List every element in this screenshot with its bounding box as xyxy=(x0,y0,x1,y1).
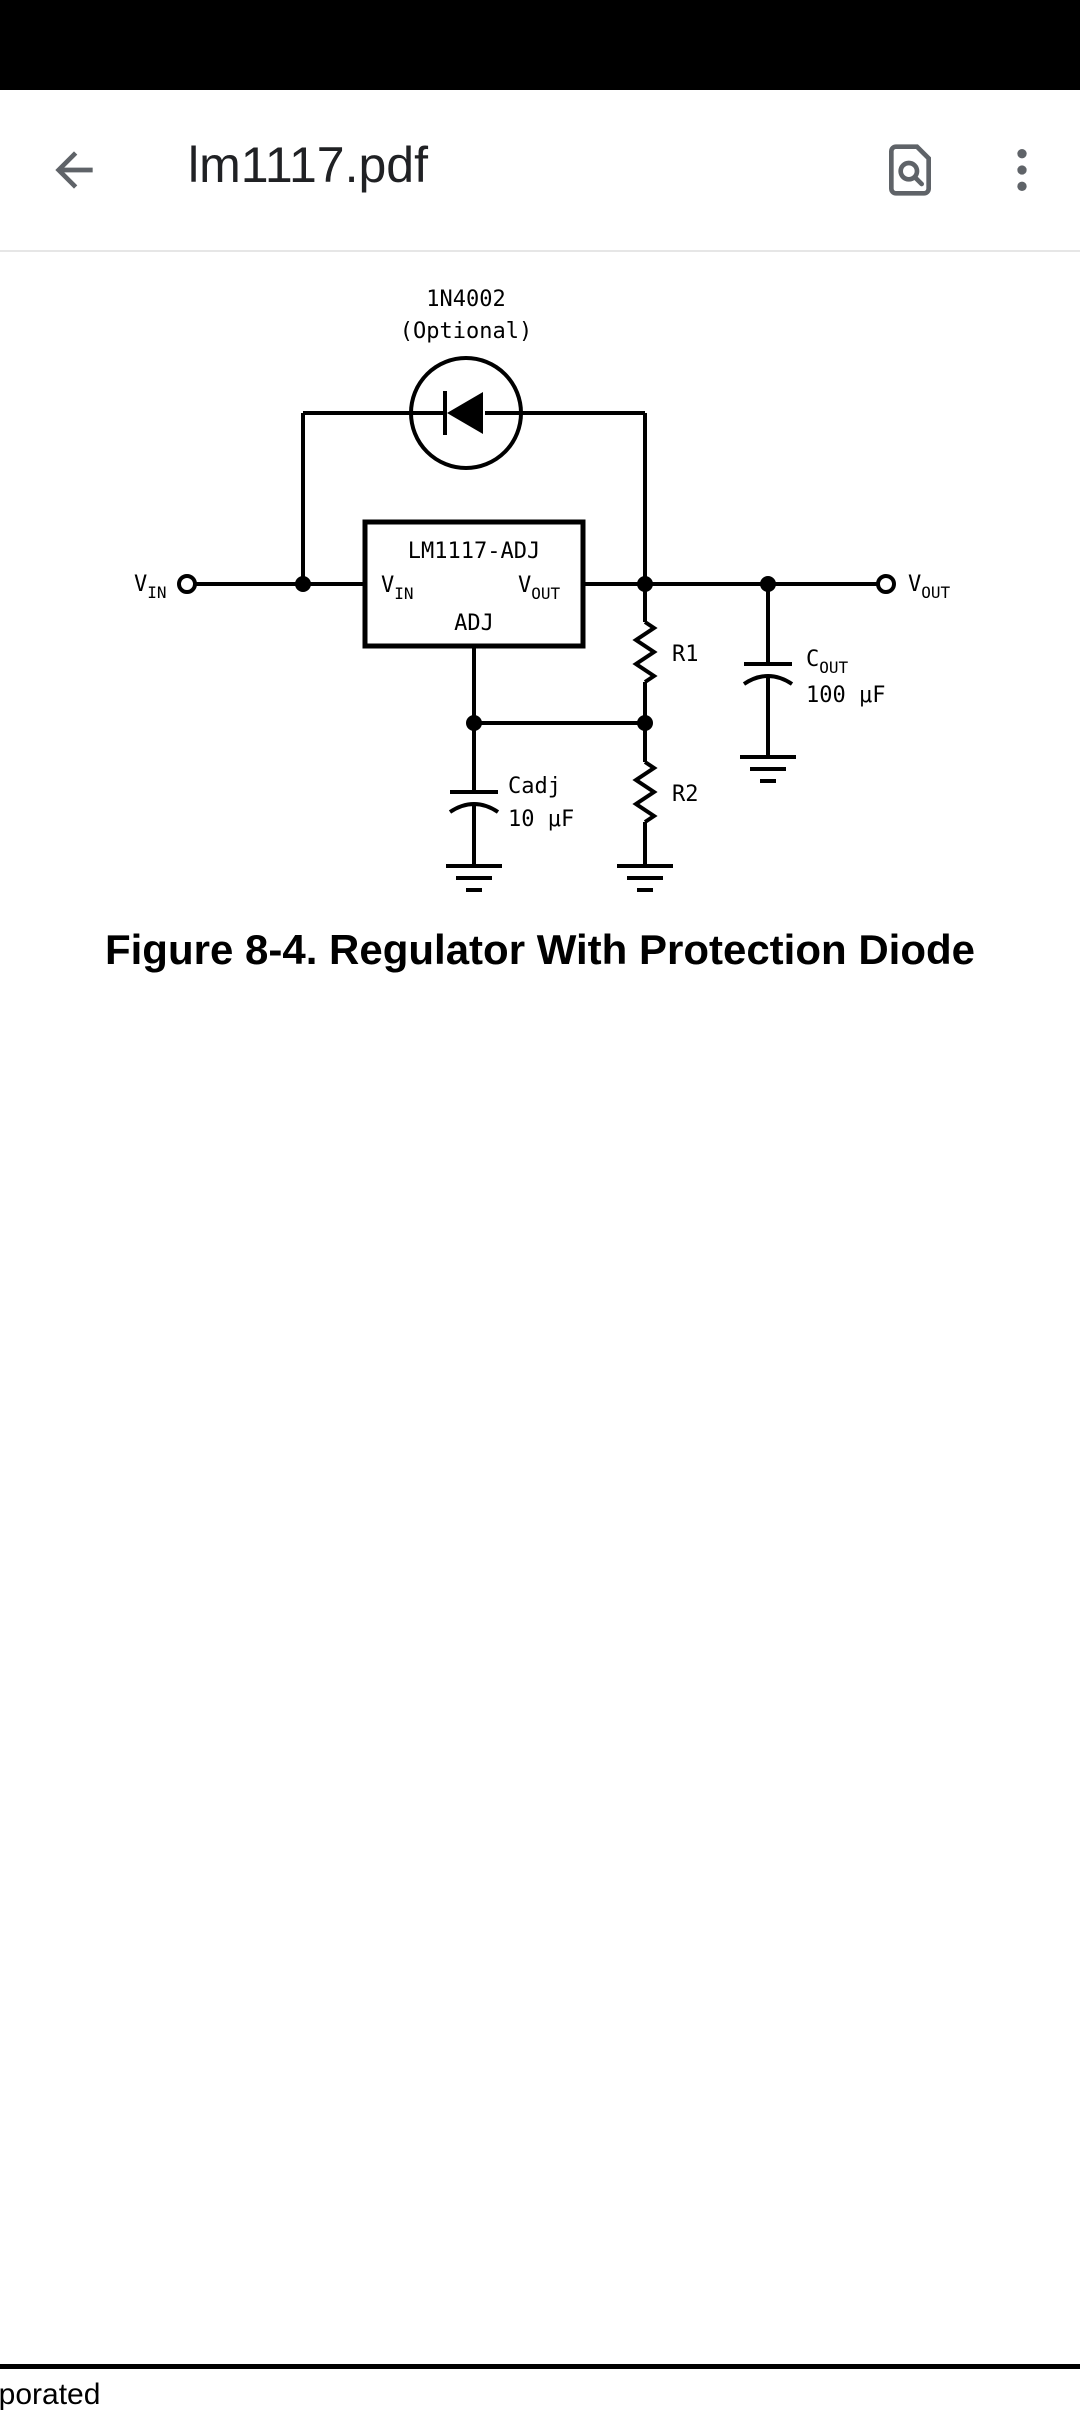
vin-terminal xyxy=(177,574,197,594)
diode-note-label: (Optional) xyxy=(400,319,532,344)
more-vertical-icon xyxy=(1017,149,1027,191)
more-options-button[interactable] xyxy=(974,122,1070,218)
cout-label: COUT xyxy=(806,647,849,677)
r1-resistor xyxy=(632,620,658,684)
ic-vout-label: VOUT xyxy=(518,573,561,603)
vout-label: VOUT xyxy=(908,572,951,602)
r1-label: R1 xyxy=(672,642,699,667)
diode-part-label: 1N4002 xyxy=(426,287,505,312)
status-bar xyxy=(0,0,1080,90)
r2-resistor xyxy=(632,760,658,824)
regulator-schematic: 1N4002 (Optional) LM1117-ADJ VIN VOUT AD… xyxy=(134,287,951,892)
diode-triangle xyxy=(447,392,483,434)
vout-terminal xyxy=(876,574,896,594)
arrow-left-icon xyxy=(55,151,93,189)
page-divider xyxy=(0,2364,1080,2369)
cadj-label: Cadj xyxy=(508,774,561,799)
ic-label: LM1117-ADJ xyxy=(408,539,540,564)
schematic-wires xyxy=(177,356,896,892)
cadj-value: 10 μF xyxy=(508,807,574,832)
junction-dots xyxy=(295,576,776,731)
vin-label: VIN xyxy=(134,572,167,602)
back-button[interactable] xyxy=(26,122,122,218)
app-bar: lm1117.pdf xyxy=(0,90,1080,252)
ic-vin-label: VIN xyxy=(381,573,414,603)
cout-value: 100 μF xyxy=(806,683,885,708)
figure-caption: Figure 8-4. Regulator With Protection Di… xyxy=(104,926,975,973)
find-in-document-button[interactable] xyxy=(862,122,958,218)
r2-label: R2 xyxy=(672,782,699,807)
footer-text: orporated xyxy=(0,2378,101,2411)
document-search-icon xyxy=(889,144,931,196)
ic-adj-label: ADJ xyxy=(454,611,494,636)
document-title: lm1117.pdf xyxy=(188,137,428,193)
